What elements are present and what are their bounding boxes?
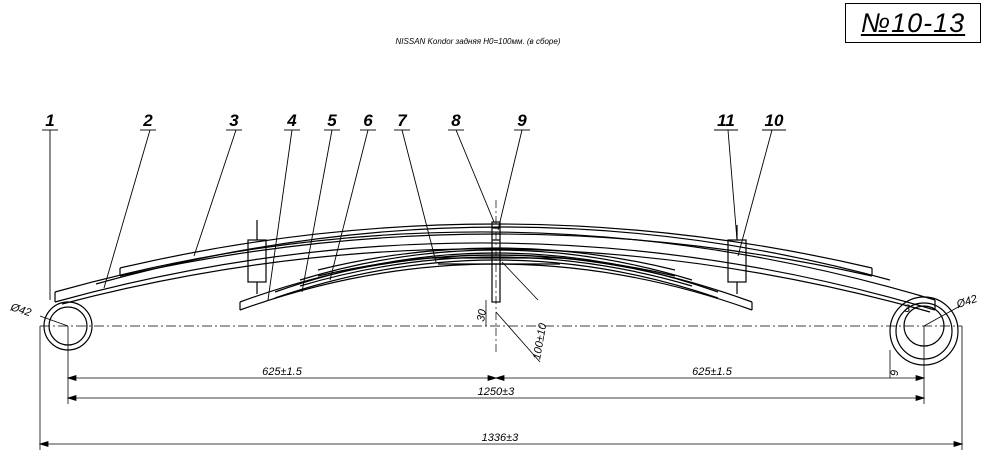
dim-eye-offset-vertical: 9	[889, 370, 901, 376]
dim-overall: 1336±3	[482, 432, 520, 444]
left-clamp	[247, 220, 267, 294]
dim-half-right: 625±1.5	[692, 366, 733, 378]
callout-8: 8	[451, 111, 461, 130]
callout-2: 2	[142, 111, 153, 130]
dim-eye-offset-small: 3	[904, 303, 911, 315]
eye-diameter-right: Ø42	[954, 293, 978, 311]
dim-half-left: 625±1.5	[262, 366, 303, 378]
callout-leaders	[42, 129, 786, 301]
leaf-2	[95, 226, 891, 285]
callout-3: 3	[229, 111, 239, 130]
dimension-labels: 625±1.5 625±1.5 1250±3 1336±3 100±10 30 …	[262, 303, 911, 444]
leaf-1	[54, 231, 936, 301]
callout-6: 6	[363, 111, 373, 130]
dimension-lines	[38, 261, 964, 450]
leaf-3	[119, 223, 873, 269]
callout-5: 5	[327, 111, 337, 130]
drawing-number-badge: №10-13	[845, 3, 981, 43]
center-bolt	[491, 200, 501, 352]
callout-7: 7	[397, 111, 408, 130]
dim-center-offset: 30	[475, 308, 489, 323]
drawing-title: NISSAN Kondor задняя H0=100мм. (в сборе)	[396, 37, 561, 46]
callout-11: 11	[717, 111, 735, 130]
callout-4: 4	[286, 111, 297, 130]
callout-1: 1	[45, 111, 54, 130]
callout-10: 10	[765, 111, 784, 130]
eye-diameter-left: Ø42	[8, 301, 32, 319]
leaf-5	[274, 252, 719, 293]
callout-numbers: 1 2 3 4 5 6 7 8 9 11 10	[45, 111, 784, 130]
callout-9: 9	[517, 111, 527, 130]
drawing-number: №10-13	[860, 7, 966, 38]
spring-leaves	[54, 223, 936, 313]
dim-eye-centers: 1250±3	[478, 386, 516, 398]
dim-arch-height: 100±10	[531, 321, 549, 360]
